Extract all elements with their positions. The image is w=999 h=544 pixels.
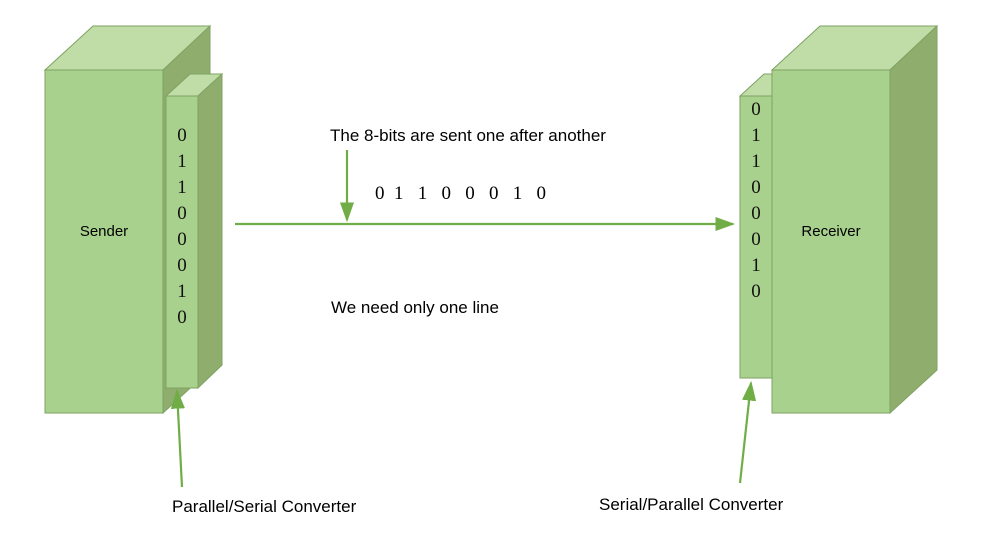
receiver-register-bit-5: 0 — [751, 229, 761, 250]
sender-converter-caption: Parallel/Serial Converter — [172, 497, 357, 516]
transmitted-bitstream: 0 1 1 0 0 0 1 0 — [375, 183, 546, 204]
sender-converter-front-face — [165, 95, 199, 389]
receiver-register-bit-7: 0 — [751, 281, 761, 302]
sender-register-bit-0: 0 — [177, 125, 187, 146]
one-line-note-text: We need only one line — [331, 298, 499, 317]
sender-converter-callout-arrow — [170, 388, 185, 488]
sender-register-bit-3: 0 — [177, 203, 187, 224]
sender-register-bit-1: 1 — [177, 151, 187, 172]
receiver-register-bit-6: 1 — [751, 255, 761, 276]
sender-converter-box — [164, 72, 224, 390]
receiver-converter-box — [738, 73, 798, 379]
sender-register-bit-7: 0 — [177, 307, 187, 328]
sender-register-bits: 0 1 1 0 0 0 1 0 — [166, 123, 198, 331]
receiver-register-bit-4: 0 — [751, 203, 761, 224]
receiver-box-front-face — [771, 69, 891, 414]
sender-label: Sender — [79, 223, 129, 240]
sender-box-front-face — [44, 69, 164, 414]
sender-register-bit-2: 1 — [177, 177, 187, 198]
receiver-converter-front-face — [739, 95, 773, 379]
receiver-register-bit-3: 0 — [751, 177, 761, 198]
receiver-converter-caption: Serial/Parallel Converter — [599, 495, 784, 514]
receiver-register-bit-2: 1 — [751, 151, 761, 172]
receiver-register-bit-1: 1 — [751, 125, 761, 146]
receiver-box-side-face — [889, 24, 938, 415]
sender-converter-side-face — [197, 72, 223, 390]
receiver-box — [770, 24, 939, 415]
sender-register-bit-6: 1 — [177, 281, 187, 302]
receiver-converter-callout-arrow — [738, 380, 757, 484]
receiver-label: Receiver — [801, 223, 861, 240]
sender-register-bit-4: 0 — [177, 229, 187, 250]
receiver-register-bits: 0 1 1 0 0 0 1 0 — [740, 97, 772, 305]
bits-note-text: The 8-bits are sent one after another — [330, 126, 606, 145]
receiver-register-bit-0: 0 — [751, 99, 761, 120]
sender-register-bit-5: 0 — [177, 255, 187, 276]
